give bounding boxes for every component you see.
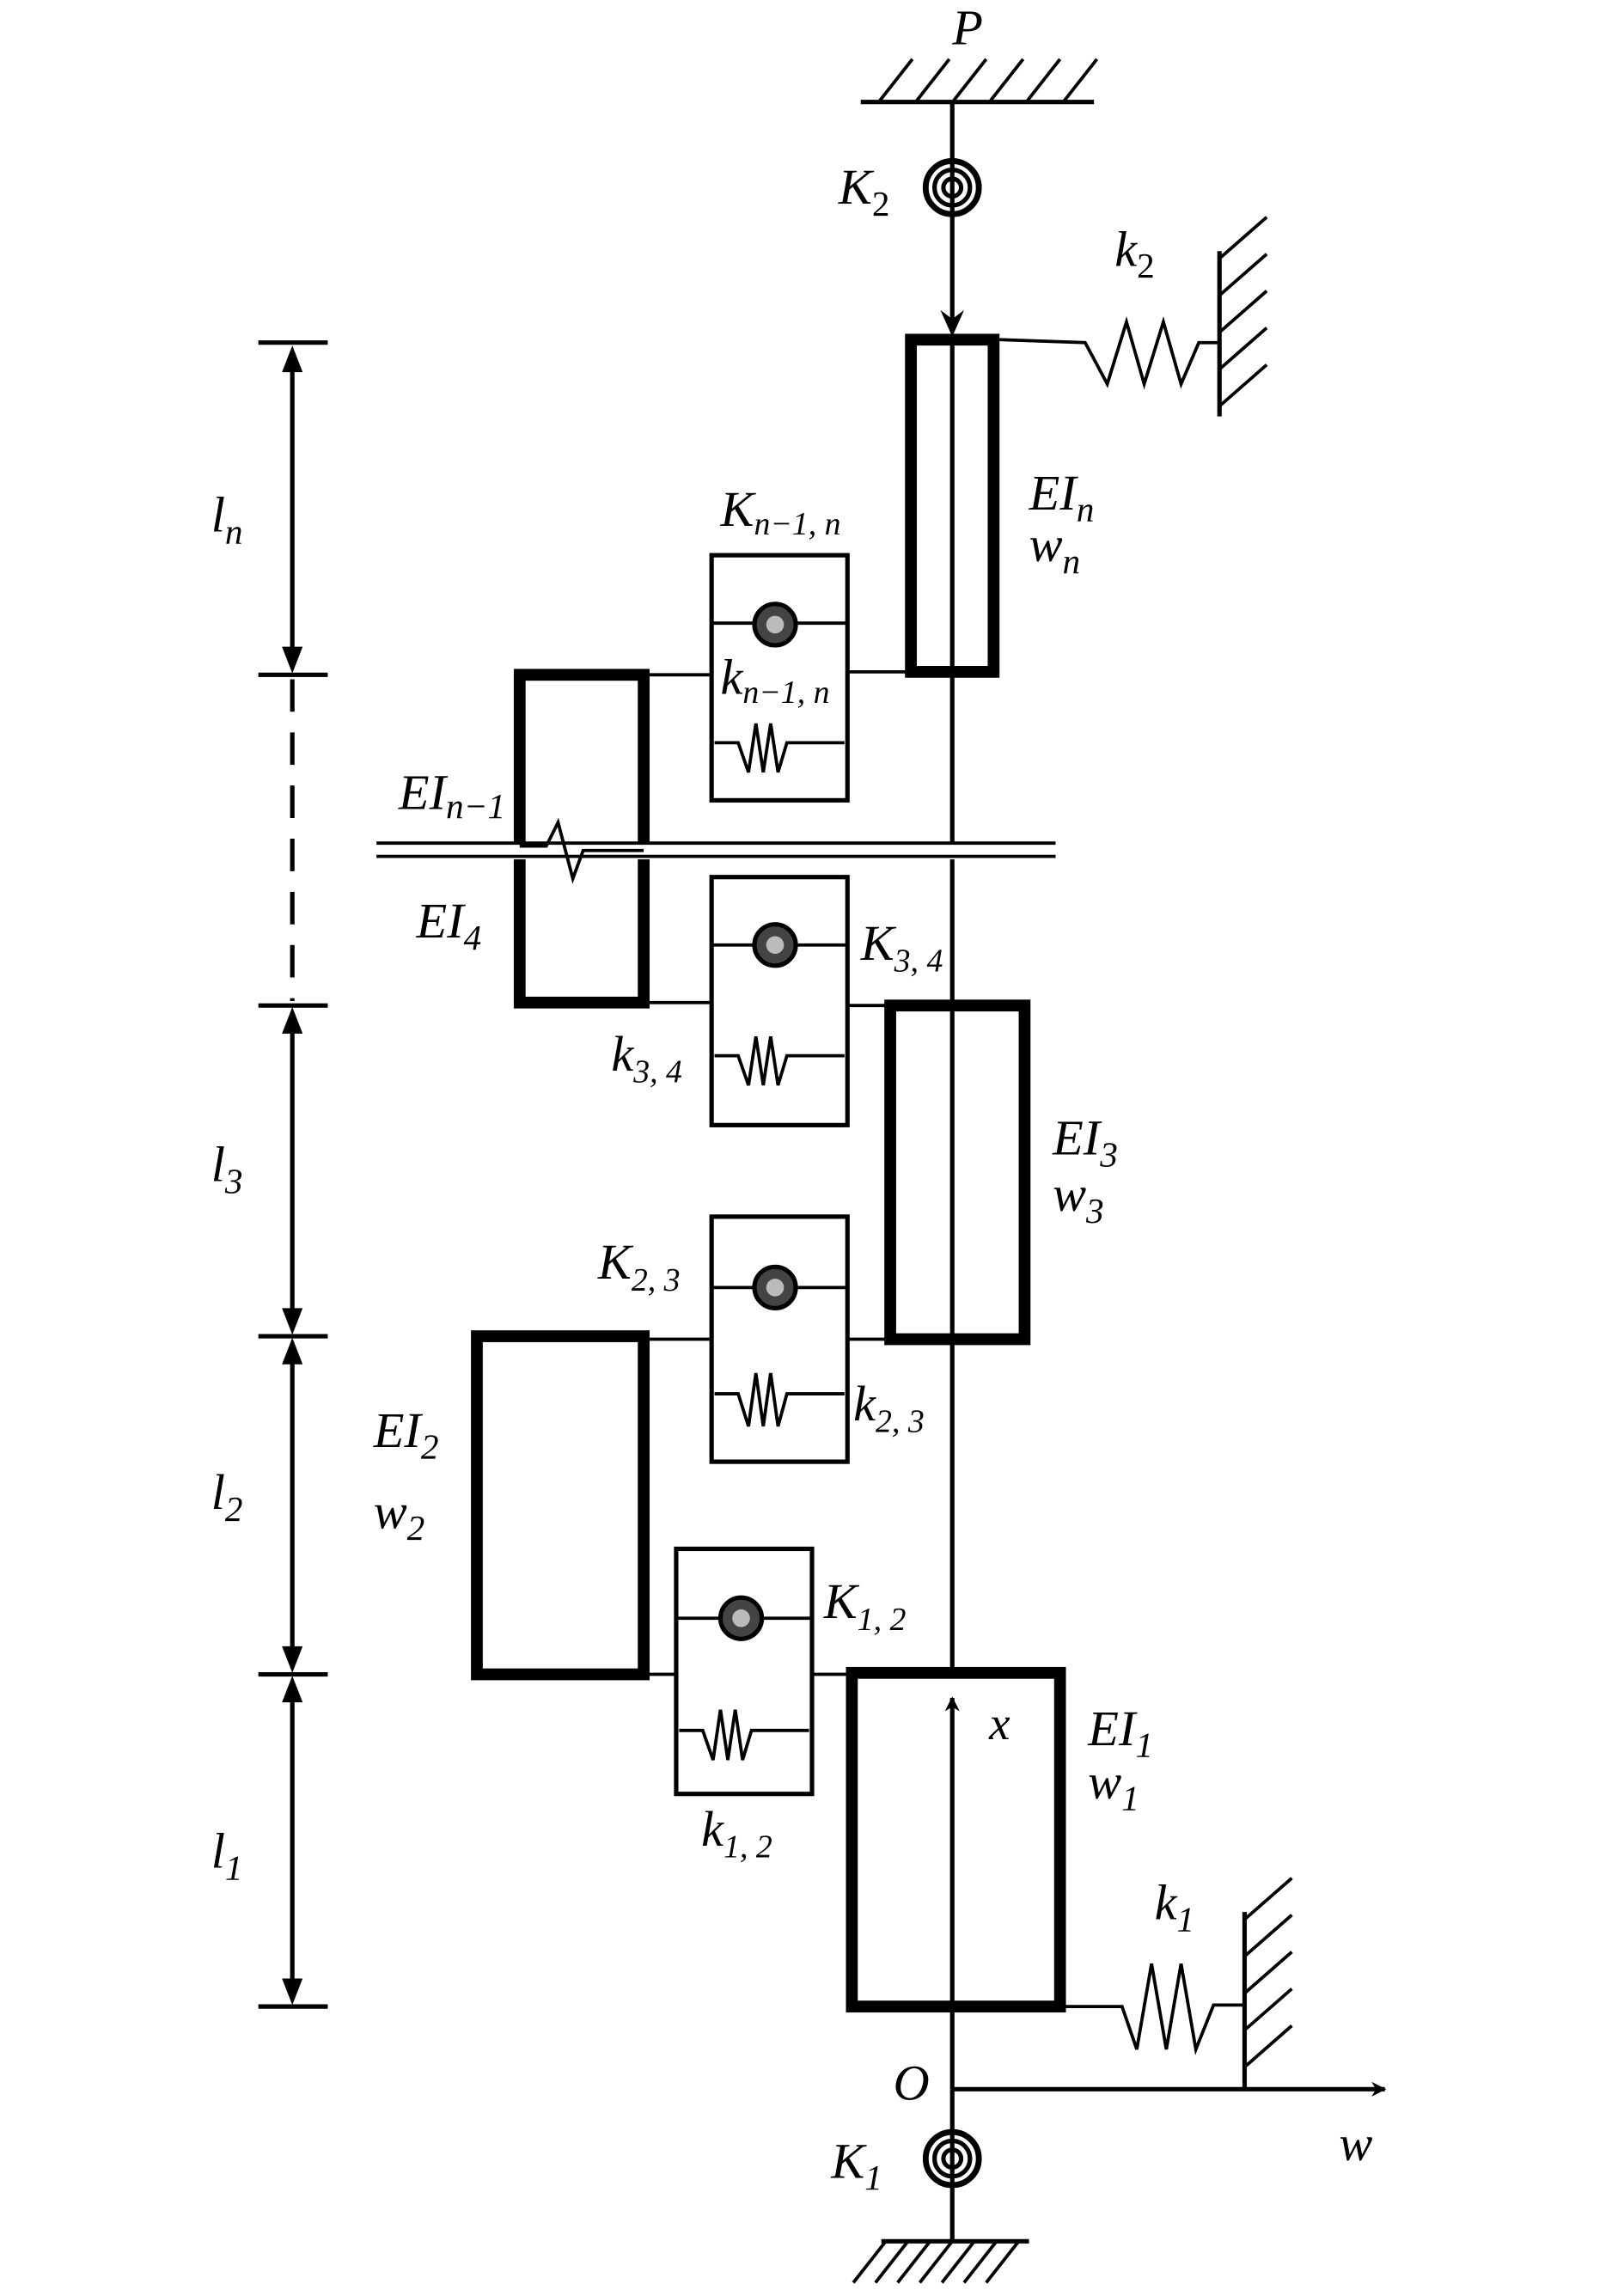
dimension-lines bbox=[258, 340, 328, 2009]
segment-4-EI-label: EI4 bbox=[416, 893, 482, 957]
bottom-ground-support bbox=[852, 2238, 1029, 2284]
top-translational-spring-label: k2 bbox=[1114, 221, 1155, 285]
top-rotational-spring-icon bbox=[922, 157, 982, 217]
bottom-right-wall bbox=[1242, 1877, 1293, 2090]
length-2-label: l2 bbox=[211, 1464, 243, 1529]
length-3-label: l3 bbox=[211, 1137, 243, 1201]
length-1-label: l1 bbox=[211, 1823, 243, 1888]
top-translational-spring-icon bbox=[999, 316, 1220, 390]
segment-3-w-label: w3 bbox=[1053, 1166, 1104, 1230]
segment-2-w-label: w2 bbox=[374, 1483, 425, 1548]
segment-n-w-label: wn bbox=[1029, 516, 1081, 581]
coupling-1-2-translational-spring-icon bbox=[679, 1709, 809, 1761]
coupling-2-3-rot-label: K2, 3 bbox=[597, 1234, 681, 1298]
length-n-label: ln bbox=[211, 487, 243, 552]
coupling-2-3-translational-spring-icon bbox=[714, 1372, 845, 1427]
bottom-translational-spring-label: k1 bbox=[1155, 1875, 1195, 1939]
segment-3-block bbox=[884, 999, 1031, 1346]
x-axis-label: x bbox=[988, 1697, 1010, 1749]
bottom-rotational-spring-icon bbox=[922, 2128, 982, 2189]
coupling-1-2-rot-label: K1, 2 bbox=[823, 1573, 907, 1638]
bottom-translational-spring-icon bbox=[1059, 1963, 1245, 2055]
coupling-3-4-rot-label: K3, 4 bbox=[860, 915, 943, 980]
segment-n-1-EI-label: EIn−1 bbox=[398, 765, 505, 826]
top-rotational-spring-label: K2 bbox=[838, 159, 890, 223]
segment-n-1-to-4-block bbox=[513, 669, 650, 1009]
segment-n-EI-label: EIn bbox=[1029, 465, 1095, 529]
segment-1-EI-label: EI1 bbox=[1087, 1701, 1153, 1765]
coupling-n-1-n-trans-label: kn−1, n bbox=[720, 650, 829, 711]
origin-label: O bbox=[894, 2055, 930, 2110]
segment-1-w-label: w1 bbox=[1088, 1754, 1139, 1818]
coupling-1-2 bbox=[644, 1546, 852, 1797]
load-label: P bbox=[951, 0, 983, 56]
coupling-n-1-n-rot-label: Kn−1, n bbox=[719, 481, 840, 542]
coupling-3-4-trans-label: k3, 4 bbox=[611, 1026, 682, 1090]
segment-3-EI-label: EI3 bbox=[1052, 1110, 1118, 1175]
coupling-3-4-rotational-spring-icon bbox=[752, 922, 798, 968]
segment-2-block bbox=[471, 1330, 650, 1681]
coupling-2-3-trans-label: k2, 3 bbox=[853, 1376, 925, 1440]
coupling-2-3-rotational-spring-icon bbox=[752, 1264, 798, 1310]
coupling-n-1-n bbox=[644, 553, 912, 803]
section-break bbox=[376, 817, 1056, 884]
w-axis-label: w bbox=[1339, 2116, 1372, 2171]
coupling-2-3 bbox=[644, 1214, 891, 1464]
top-right-wall bbox=[1217, 216, 1268, 417]
top-ground-support bbox=[860, 58, 1099, 105]
load-arrow-icon bbox=[940, 309, 964, 337]
segment-2-EI-label: EI2 bbox=[373, 1402, 439, 1467]
coupling-1-2-rotational-spring-icon bbox=[717, 1595, 765, 1641]
coupling-1-2-trans-label: k1, 2 bbox=[701, 1801, 772, 1865]
coupling-n-1-n-translational-spring-icon bbox=[714, 723, 845, 773]
coupling-3-4-translational-spring-icon bbox=[714, 1035, 845, 1086]
bottom-rotational-spring-label: K1 bbox=[830, 2133, 882, 2197]
coupling-3-4 bbox=[644, 875, 888, 1127]
segment-1-block bbox=[846, 1666, 1066, 2012]
coupling-n-1-n-rotational-spring-icon bbox=[752, 601, 798, 648]
